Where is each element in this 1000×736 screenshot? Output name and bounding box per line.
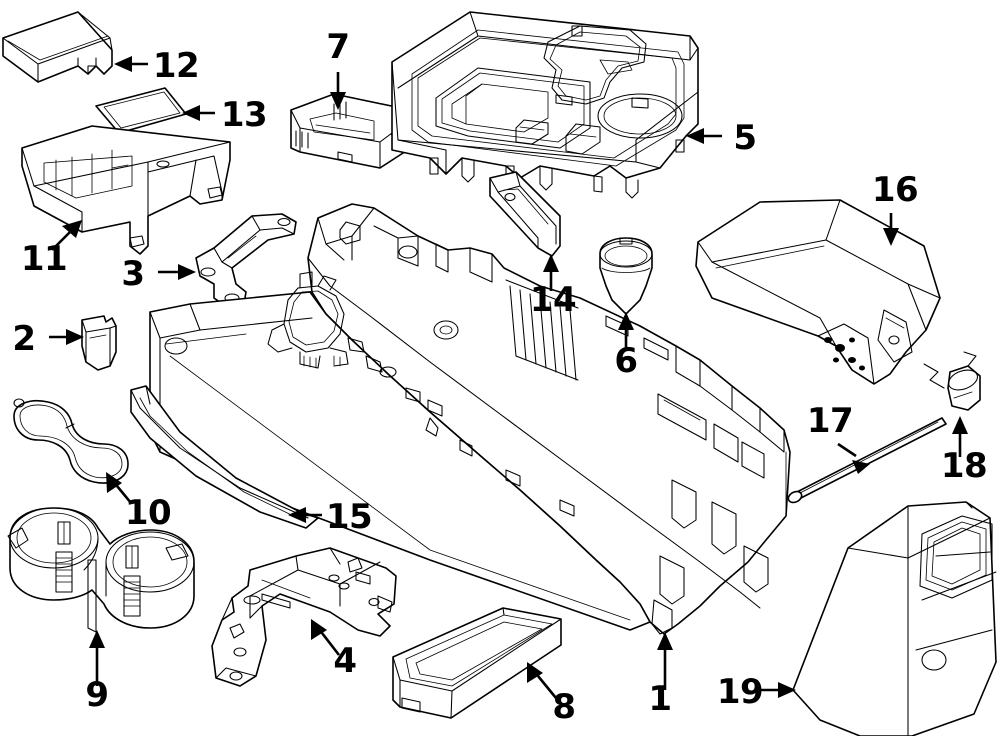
callout-17-leader [837,442,857,458]
callout-2: 2 [12,319,84,359]
callout-14-label: 14 [530,280,576,320]
callout-18-label: 18 [941,446,987,486]
callout-7-label: 7 [326,27,349,67]
callout-9-label: 9 [85,675,108,715]
callout-13-label: 13 [221,95,267,135]
part-side-filler-panel [489,171,561,257]
callout-4-leader [320,632,341,656]
callout-8-arrowhead [527,662,543,683]
callout-13-arrowhead [182,105,200,121]
callout-11-label: 11 [21,239,67,279]
callout-9: 9 [85,630,109,715]
callout-12-arrowhead [114,56,132,72]
callout-3: 3 [121,254,196,294]
callout-6-label: 6 [614,341,637,381]
callout-7: 7 [326,27,350,110]
callout-15: 15 [288,497,373,537]
callout-17-arrowhead [852,460,870,474]
callout-10-leader [115,485,133,504]
callout-19-label: 19 [717,672,763,712]
callout-8-label: 8 [552,687,575,727]
part-console-trim-plate [391,11,699,199]
callout-12: 12 [114,46,200,86]
callout-11-leader [51,231,71,251]
part-hinge-bushing-clip [923,351,981,411]
callout-5-arrowhead [686,128,704,144]
part-console-hinge-rod [787,417,947,504]
callout-2-label: 2 [12,319,35,359]
part-support-brace-rod [195,213,297,309]
shifter-surround-detail [267,271,443,417]
callout-16-arrowhead [883,228,899,246]
callout-5: 5 [686,118,757,158]
callout-10: 10 [106,472,172,533]
part-console-body-main [149,203,791,635]
callout-18: 18 [941,416,988,486]
part-console-storage-tray [392,607,562,719]
callout-4-label: 4 [333,641,356,681]
callout-15-arrowhead [288,507,306,523]
part-armrest-assembly [695,199,941,385]
callout-10-arrowhead [106,472,122,493]
callout-2-arrowhead [66,329,84,345]
callout-17: 17 [807,401,870,474]
callout-6: 6 [614,312,638,381]
callout-1-arrowhead [657,632,673,650]
callout-8: 8 [527,662,576,727]
callout-11: 11 [21,220,82,279]
callout-19: 19 [717,672,796,712]
callout-12-label: 12 [153,46,199,86]
callout-16: 16 [872,170,919,246]
callout-18-arrowhead [952,416,968,434]
callout-4: 4 [311,619,357,681]
callout-17-label: 17 [807,401,853,441]
part-dual-cup-holder-unit [7,507,195,633]
part-mounting-bracket-lower [211,547,397,687]
callout-10-label: 10 [125,493,171,533]
callout-3-label: 3 [121,254,144,294]
part-cup-holder-gasket-seal [13,398,129,484]
part-armrest-lid-pad [2,11,113,83]
callout-14-arrowhead [543,254,559,272]
callout-8-leader [536,675,558,699]
callout-1-label: 1 [648,679,671,719]
callout-5-label: 5 [733,118,756,158]
callout-6-arrowhead [618,312,634,330]
callout-7-arrowhead [330,92,346,110]
callout-11-arrowhead [62,220,82,238]
callout-9-arrowhead [89,630,105,648]
callout-19-arrowhead [778,682,796,698]
callout-15-label: 15 [326,497,372,537]
part-end-cap-clip [81,315,117,371]
part-rear-console-end-panel [792,501,997,736]
callout-14: 14 [530,254,577,320]
part-upper-console-frame [21,125,231,255]
callout-13: 13 [182,95,268,135]
callout-1: 1 [648,632,673,719]
callout-4-arrowhead [311,619,327,640]
callout-3-arrowhead [178,264,196,280]
callout-16-label: 16 [872,170,918,210]
part-cup-holder-insert-ring [599,237,653,315]
